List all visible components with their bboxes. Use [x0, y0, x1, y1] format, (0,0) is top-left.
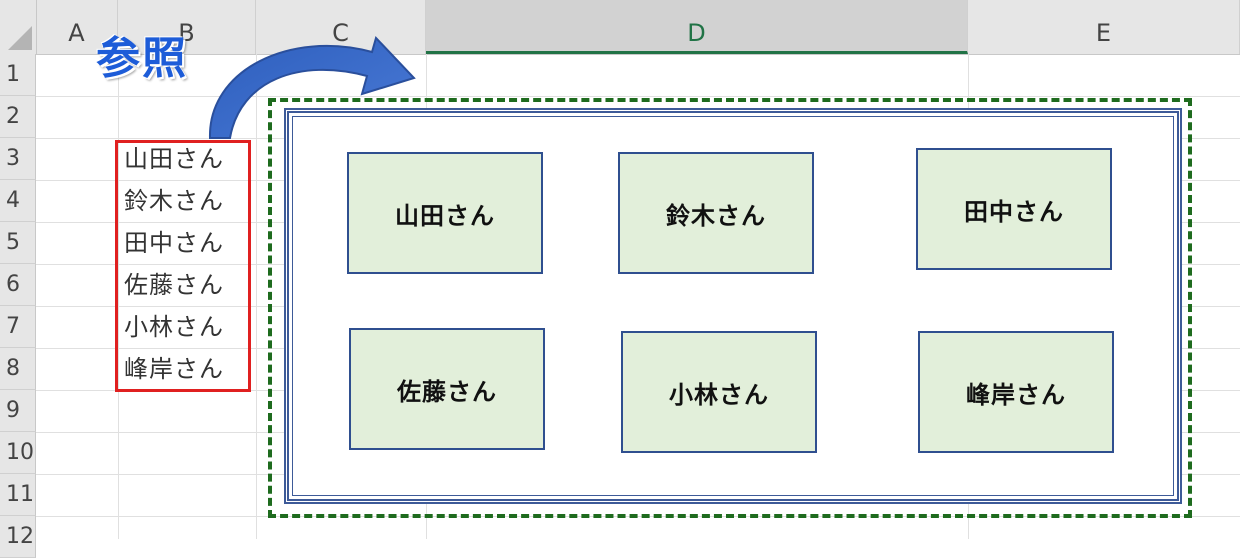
cell-b6[interactable]: 佐藤さん	[124, 271, 224, 299]
name-card-3[interactable]: 田中さん	[916, 148, 1112, 270]
name-card-1[interactable]: 山田さん	[347, 152, 543, 274]
row-header-7[interactable]: 7	[0, 306, 36, 348]
cell-b7[interactable]: 小林さん	[124, 313, 224, 341]
column-header-d[interactable]: D	[426, 0, 968, 54]
row-header-2[interactable]: 2	[0, 96, 36, 138]
source-list-highlight	[115, 140, 251, 392]
gridline	[256, 54, 257, 539]
curved-arrow-icon[interactable]	[200, 30, 430, 160]
cell-b4[interactable]: 鈴木さん	[124, 187, 224, 215]
row-header-11[interactable]: 11	[0, 474, 36, 516]
row-header-12[interactable]: 12	[0, 516, 36, 558]
select-all-corner[interactable]	[0, 0, 37, 54]
cell-b5[interactable]: 田中さん	[124, 229, 224, 257]
name-card-6[interactable]: 峰岸さん	[918, 331, 1114, 453]
column-header-e[interactable]: E	[968, 0, 1240, 54]
select-all-triangle-icon	[8, 26, 32, 50]
row-header-3[interactable]: 3	[0, 138, 36, 180]
row-header-5[interactable]: 5	[0, 222, 36, 264]
name-card-5[interactable]: 小林さん	[621, 331, 817, 453]
column-header-c[interactable]: C	[256, 0, 426, 54]
cell-b8[interactable]: 峰岸さん	[124, 355, 224, 383]
reference-label: 参照	[96, 33, 188, 84]
name-card-2[interactable]: 鈴木さん	[618, 152, 814, 274]
row-header-10[interactable]: 10	[0, 432, 36, 474]
gridline	[36, 96, 1240, 97]
row-header-9[interactable]: 9	[0, 390, 36, 432]
column-header-b[interactable]: B	[118, 0, 256, 54]
camera-picture-frame[interactable]	[268, 98, 1192, 518]
gridline	[118, 54, 119, 539]
column-header-a[interactable]: A	[36, 0, 118, 54]
cell-b3[interactable]: 山田さん	[124, 145, 224, 173]
row-header-6[interactable]: 6	[0, 264, 36, 306]
row-header-4[interactable]: 4	[0, 180, 36, 222]
row-header-1[interactable]: 1	[0, 54, 36, 96]
name-card-4[interactable]: 佐藤さん	[349, 328, 545, 450]
row-header-8[interactable]: 8	[0, 348, 36, 390]
